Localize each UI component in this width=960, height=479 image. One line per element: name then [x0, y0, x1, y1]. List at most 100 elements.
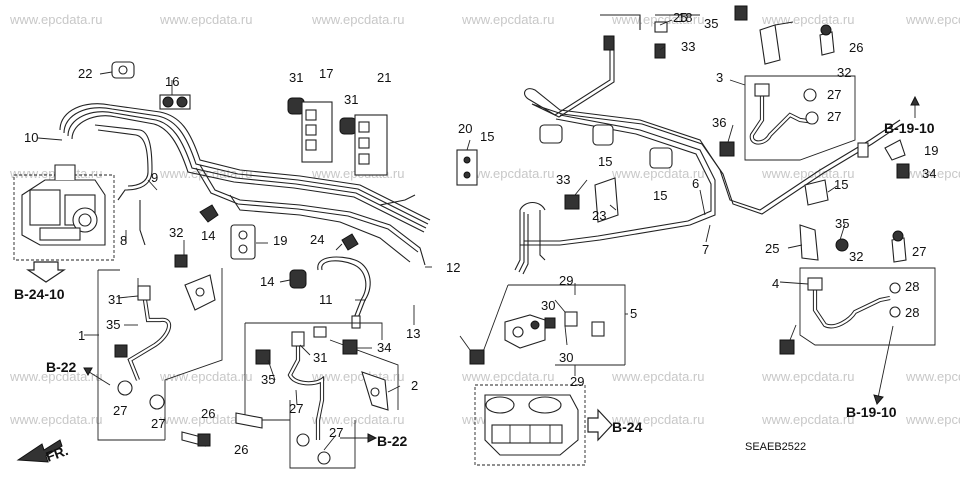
callout-number: 4 — [772, 276, 779, 291]
callout-number: 20 — [458, 121, 472, 136]
brake-pipe-11 — [317, 256, 371, 329]
ref-arrow-down — [26, 261, 66, 283]
watermark-text: www.epcdata.ru — [159, 12, 253, 27]
front-direction-arrow — [16, 439, 63, 463]
callout-number: 19 — [924, 143, 938, 158]
callout-number: 27 — [827, 109, 841, 124]
ref-arrows-b19 — [873, 95, 920, 405]
watermark-text: www.epcdata.ru — [611, 412, 705, 427]
front-left-hose-assembly — [97, 254, 223, 447]
callout-number: 15 — [653, 188, 667, 203]
callout-number: 26 — [201, 406, 215, 421]
callout-number: 14 — [260, 274, 274, 289]
callout-number: 25 — [765, 241, 779, 256]
master-cylinder — [474, 384, 586, 466]
watermark-text: www.epcdata.ru — [461, 166, 555, 181]
watermark-text: www.epcdata.ru — [461, 12, 555, 27]
watermark-text: www.epcdata.ru — [9, 12, 103, 27]
callout-number: 26 — [234, 442, 248, 457]
callout-number: 25 — [673, 10, 687, 25]
callout-number: 35 — [261, 372, 275, 387]
watermark-text: www.epcdata.ru — [611, 369, 705, 384]
watermark-layer: www.epcdata.ru www.epcdata.ru www.epcdata.… — [9, 12, 960, 427]
callout-number: 10 — [24, 130, 38, 145]
rear-brake-pipes — [514, 14, 903, 275]
watermark-text: www.epcdata.ru — [461, 369, 555, 384]
callout-number: 15 — [834, 177, 848, 192]
callout-number: 33 — [556, 172, 570, 187]
callout-number: 21 — [377, 70, 391, 85]
callout-number: 23 — [592, 208, 606, 223]
callout-number: 29 — [559, 273, 573, 288]
callout-number: 31 — [344, 92, 358, 107]
ref-arrow-right-b24 — [587, 408, 613, 442]
reference-label: B-19-10 — [884, 120, 935, 136]
watermark-text: www.epcdata.ru — [611, 166, 705, 181]
callout-number: 1 — [78, 328, 85, 343]
callout-number: 26 — [849, 40, 863, 55]
reference-label: B-24-10 — [14, 286, 65, 302]
proportioning-valve-assembly — [469, 284, 626, 366]
reference-label: B-22 — [46, 359, 77, 375]
ref-arrow-left — [83, 367, 111, 386]
ref-arrow-right-b22 — [340, 433, 378, 443]
callout-number: 27 — [113, 403, 127, 418]
watermark-text: www.epcdata.ru — [311, 369, 405, 384]
abs-modulator-unit — [13, 164, 115, 261]
callout-number: 13 — [406, 326, 420, 341]
callout-number: 32 — [837, 65, 851, 80]
reference-label: B-19-10 — [846, 404, 897, 420]
callout-number: 14 — [201, 228, 215, 243]
diagram-code: SEAEB2522 — [745, 441, 806, 453]
callout-number: 28 — [905, 305, 919, 320]
reference-label: B-24 — [612, 419, 643, 435]
watermark-text: www.epcdata.ru — [761, 166, 855, 181]
callout-number: 27 — [151, 416, 165, 431]
callout-number: 31 — [289, 70, 303, 85]
callout-number: 2 — [411, 378, 418, 393]
callout-number: 30 — [559, 350, 573, 365]
callout-number: 6 — [692, 176, 699, 191]
callout-number: 3 — [716, 70, 723, 85]
callout-number: 24 — [310, 232, 324, 247]
callout-number: 28 — [905, 279, 919, 294]
callout-number: 30 — [541, 298, 555, 313]
front-direction-label: FR. — [44, 442, 71, 465]
watermark-text: www.epcdata.ru — [311, 12, 405, 27]
watermark-text: www.epcdata.ru — [311, 412, 405, 427]
watermark-text: www.epcdata.ru — [905, 166, 960, 181]
callout-number: 29 — [570, 374, 584, 389]
callout-number: 15 — [598, 154, 612, 169]
callout-number: 27 — [329, 425, 343, 440]
callout-number: 35 — [704, 16, 718, 31]
pipe-bundle-upper — [59, 103, 431, 266]
callout-number: 15 — [480, 129, 494, 144]
callout-number: 8 — [120, 233, 127, 248]
rear-right-hose-assembly — [779, 224, 936, 355]
callout-number: 18 — [678, 10, 692, 25]
callout-number: 12 — [446, 260, 460, 275]
callout-number: 9 — [151, 170, 158, 185]
reference-label: B-22 — [377, 433, 408, 449]
callout-number: 22 — [78, 66, 92, 81]
watermark-text: www.epcdata.ru — [761, 412, 855, 427]
callout-number: 34 — [922, 166, 936, 181]
callout-number: 36 — [712, 115, 726, 130]
callout-number: 11 — [319, 292, 333, 307]
callout-number: 35 — [106, 317, 120, 332]
callout-number: 27 — [827, 87, 841, 102]
watermark-text: www.epcdata.ru — [905, 412, 960, 427]
rear-left-hose-assembly — [719, 24, 856, 161]
callout-number: 35 — [835, 216, 849, 231]
callout-number: 17 — [319, 66, 333, 81]
callout-number: 32 — [169, 225, 183, 240]
watermark-text: www.epcdata.ru — [611, 12, 705, 27]
watermark-text: www.epcdata.ru — [9, 369, 103, 384]
watermark-text: www.epcdata.ru — [761, 369, 855, 384]
callout-number: 32 — [849, 249, 863, 264]
watermark-text: www.epcdata.ru — [159, 166, 253, 181]
front-right-hose-assembly — [235, 322, 399, 469]
callout-number: 33 — [681, 39, 695, 54]
watermark-text: www.epcdata.ru — [9, 412, 103, 427]
